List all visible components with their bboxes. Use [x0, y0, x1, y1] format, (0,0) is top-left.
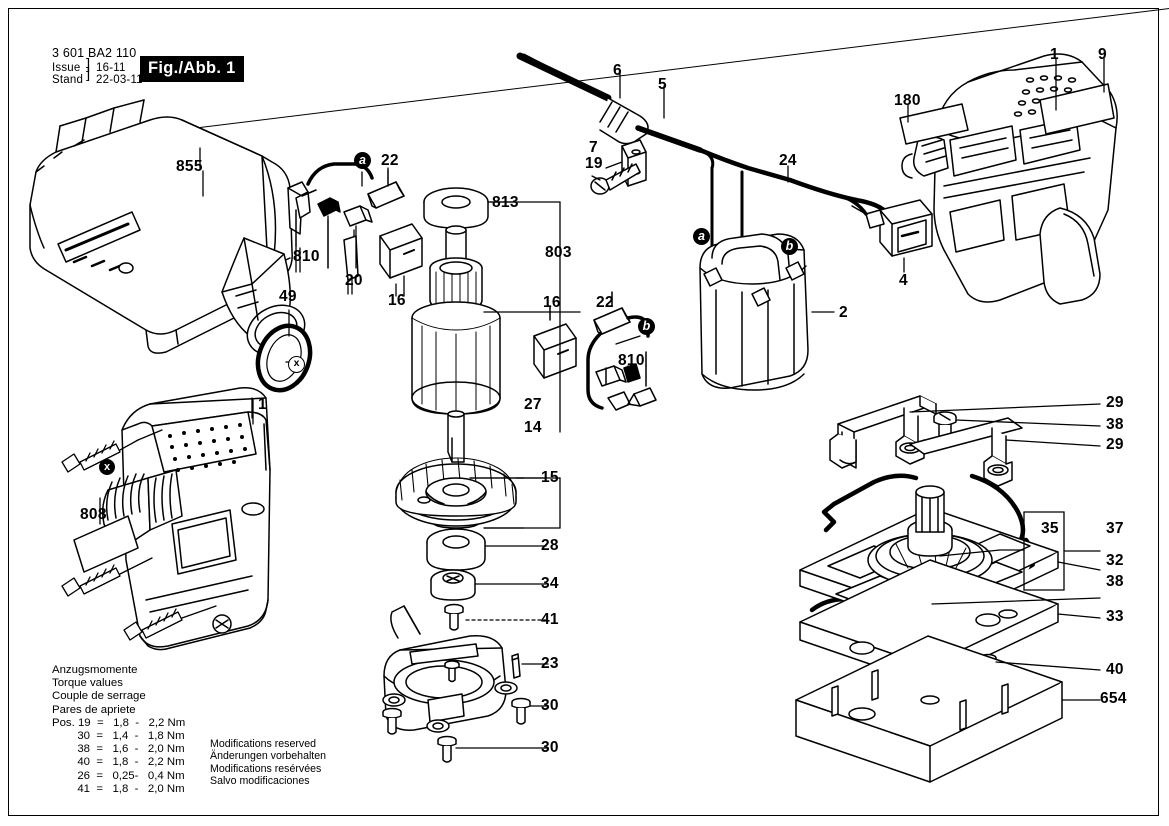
torque-title-es: Pares de apriete: [52, 703, 136, 716]
callout-34: 34: [541, 575, 559, 592]
callout-813: 813: [492, 194, 519, 211]
callout-810-top: 810: [293, 248, 320, 265]
modifications-es: Salvo modificaciones: [210, 775, 310, 788]
callout-654: 654: [1100, 690, 1127, 707]
nameplate-9-part: [1039, 83, 1115, 135]
fan-part: [395, 457, 517, 527]
callout-35: 35: [1041, 520, 1059, 537]
nameplate-180-part: [899, 103, 969, 145]
callout-24: 24: [779, 152, 797, 169]
callout-1-right: 1: [1050, 46, 1059, 63]
mark-a-top: a: [354, 152, 371, 169]
damper-29-top-part: [829, 395, 937, 469]
callout-29-low: 29: [1106, 436, 1124, 453]
torque-values-table: Anzugsmomente Torque values Couple de se…: [52, 664, 185, 796]
part-number: 3 601 BA2 110: [52, 46, 137, 60]
torque-row: Pos. 19 = 1,8 - 2,2 Nm: [52, 716, 186, 729]
damper-29-low-part: [909, 417, 1023, 487]
header-brace: ]]: [86, 56, 91, 82]
callout-22-top: 22: [381, 152, 399, 169]
callout-23: 23: [541, 655, 559, 672]
callout-180: 180: [894, 92, 921, 109]
screw-30-part: [382, 660, 531, 763]
leader-lines: [199, 57, 1105, 749]
callout-30-b: 30: [541, 739, 559, 756]
callout-16-low: 16: [543, 294, 561, 311]
callout-30-a: 30: [541, 697, 559, 714]
torque-title-fr: Couple de serrage: [52, 690, 146, 703]
torque-row: 38 = 1,6 - 2,0 Nm: [52, 743, 185, 756]
callout-1-left: 1: [258, 396, 267, 413]
eccentric-34-part: [430, 569, 476, 601]
switch-part: [838, 194, 933, 257]
callout-2: 2: [839, 304, 848, 321]
callout-41: 41: [541, 611, 559, 628]
modifications-de: Änderungen vorbehalten: [210, 750, 327, 763]
issue-date: 16-11: [96, 62, 1169, 74]
callout-5: 5: [658, 76, 667, 93]
callout-16-top: 16: [388, 292, 406, 309]
nameplate-808-part: [73, 515, 139, 573]
callout-38-top: 38: [1106, 416, 1124, 433]
torque-row: 26 = 0,25- 0,4 Nm: [52, 769, 185, 782]
callout-4: 4: [899, 272, 908, 289]
callout-855: 855: [176, 158, 203, 175]
bearing-28-part: [426, 528, 486, 571]
torque-row: 41 = 1,8 - 2,0 Nm: [52, 782, 185, 795]
callout-32: 32: [1106, 552, 1124, 569]
motor-housing-lower-part: [382, 605, 518, 733]
callout-803: 803: [545, 244, 572, 261]
x-marker-housing: x: [99, 459, 115, 475]
callout-27: 27: [524, 396, 542, 413]
field-coil-part: [699, 233, 809, 391]
modifications-en: Modifications reserved: [210, 738, 316, 750]
callout-38-low: 38: [1106, 573, 1124, 590]
brush-holder-low-part: [533, 291, 657, 411]
callout-49: 49: [279, 288, 297, 305]
screw-41-part: [444, 603, 464, 631]
callout-9: 9: [1098, 46, 1107, 63]
torque-title-en: Torque values: [52, 677, 123, 690]
clamp-23-part: [511, 653, 521, 679]
callout-810-low: 810: [618, 352, 645, 369]
callout-19: 19: [585, 155, 603, 172]
figure-badge: Fig./Abb. 1: [140, 56, 244, 82]
mark-b-low: b: [638, 318, 655, 335]
callout-6: 6: [613, 62, 622, 79]
mark-b-field: b: [781, 238, 798, 255]
mark-a-field: a: [693, 228, 710, 245]
callout-33: 33: [1106, 608, 1124, 625]
callout-15: 15: [541, 469, 559, 486]
callout-28: 28: [541, 537, 559, 554]
x-marker-oring: x: [288, 356, 305, 373]
callout-22-low: 22: [596, 294, 614, 311]
callout-37: 37: [1106, 520, 1124, 537]
callout-14: 14: [524, 419, 542, 436]
modifications-note: Modifications reserved Änderungen vorbeh…: [210, 738, 326, 788]
stand-label: Stand: [52, 74, 84, 86]
callout-40: 40: [1106, 661, 1124, 678]
torque-row: 30 = 1,4 - 1,8 Nm: [52, 730, 185, 743]
callout-808: 808: [80, 506, 107, 523]
screw-19-part: [590, 163, 641, 195]
dust-canister-part: [29, 99, 306, 356]
stand-date: 22-03-11: [96, 74, 143, 86]
housing-screw-part: [61, 429, 217, 641]
callout-20: 20: [345, 272, 363, 289]
housing-half-left-part: [101, 386, 271, 651]
power-cord-part: [516, 52, 891, 256]
torque-row: 40 = 1,8 - 2,2 Nm: [52, 756, 185, 769]
bearing-813-part: [423, 187, 489, 229]
sanding-pad-654-part: [795, 635, 1063, 783]
callout-7: 7: [589, 139, 598, 156]
modifications-fr: Modifications resérvées: [210, 762, 322, 775]
brush-holder-top-part: [287, 162, 423, 297]
issue-label: Issue: [52, 62, 81, 74]
torque-title-de: Anzugsmomente: [52, 664, 138, 676]
callout-29-top: 29: [1106, 394, 1124, 411]
sheet-border: [8, 8, 1159, 816]
